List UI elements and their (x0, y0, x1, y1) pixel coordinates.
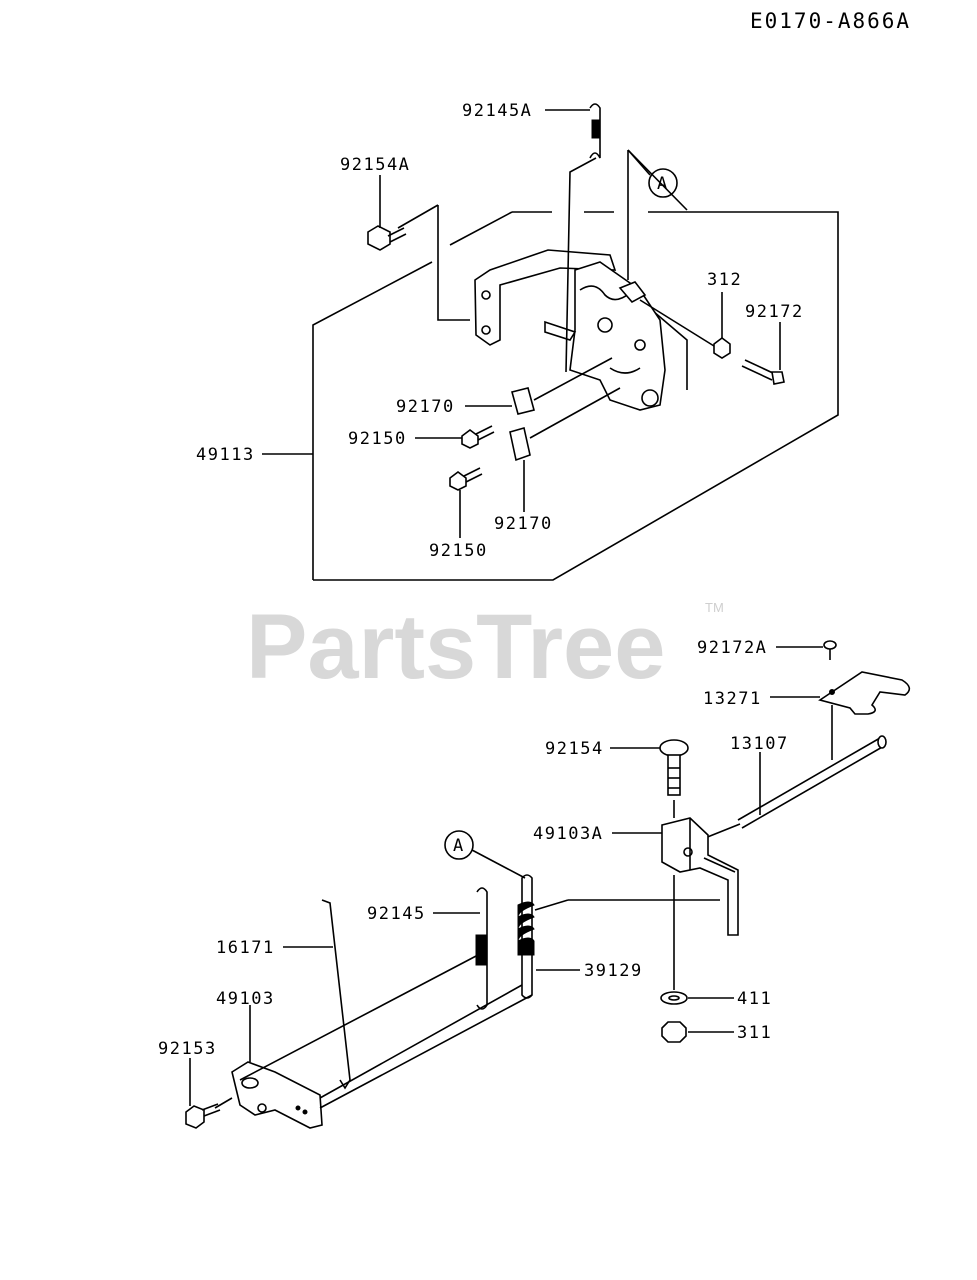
bolt-92153 (185, 1058, 233, 1129)
spring-92145A (565, 103, 601, 373)
part-label-16171: 16171 (216, 938, 275, 958)
part-label-49103: 49103 (216, 989, 275, 1009)
part-label-411: 411 (737, 989, 772, 1009)
part-label-311: 311 (737, 1023, 772, 1043)
part-label-92170-upper: 92170 (396, 397, 455, 417)
part-label-13107: 13107 (730, 734, 789, 754)
clip-92170-lower (509, 387, 621, 462)
part-label-92172A: 92172A (697, 638, 767, 658)
spring-39129 (517, 874, 580, 999)
part-label-13271: 13271 (703, 689, 762, 709)
callout-a-bottom: A (444, 830, 526, 879)
part-label-49103A: 49103A (533, 824, 603, 844)
plate-13271 (770, 671, 911, 760)
nut-311 (661, 1021, 734, 1043)
bolt-92154 (610, 739, 689, 818)
part-label-92145A: 92145A (462, 101, 532, 121)
clip-92170-upper (511, 357, 613, 415)
diagram-code: E0170-A866A (750, 9, 911, 33)
nut-312 (713, 337, 731, 359)
shaft-13107 (699, 735, 887, 841)
watermark-tm: TM (705, 600, 724, 615)
part-label-49113: 49113 (196, 445, 255, 465)
part-label-92154A: 92154A (340, 155, 410, 175)
screw-92172A (776, 640, 837, 660)
part-label-92150-lower: 92150 (429, 541, 488, 561)
callout-a-top: A (627, 149, 678, 198)
part-label-92145: 92145 (367, 904, 426, 924)
screw-92150-upper (461, 425, 495, 449)
watermark-text: PartsTree (246, 596, 665, 698)
bolt-92154A (367, 225, 407, 251)
part-label-312: 312 (707, 270, 742, 290)
linkage-lines (239, 899, 720, 1109)
bolt-92172 (741, 359, 785, 385)
screw-92150-lower (449, 467, 483, 491)
part-label-92150-upper: 92150 (348, 429, 407, 449)
parts-tree-watermark: PartsTree TM (246, 596, 724, 698)
lever-49103A (612, 817, 739, 936)
callout-a-top-label: A (657, 174, 669, 194)
part-label-92170-lower: 92170 (494, 514, 553, 534)
lever-49103 (231, 1005, 323, 1129)
rod-16171 (283, 899, 351, 1090)
part-label-39129: 39129 (584, 961, 643, 981)
control-bracket-49113 (474, 249, 666, 411)
spring-92145 (433, 887, 488, 1010)
part-label-92153: 92153 (158, 1039, 217, 1059)
washer-411 (660, 875, 734, 1005)
part-label-92154: 92154 (545, 739, 604, 759)
top-leader-lines (262, 109, 781, 538)
callout-a-bottom-label: A (453, 836, 465, 856)
part-label-92172: 92172 (745, 302, 804, 322)
